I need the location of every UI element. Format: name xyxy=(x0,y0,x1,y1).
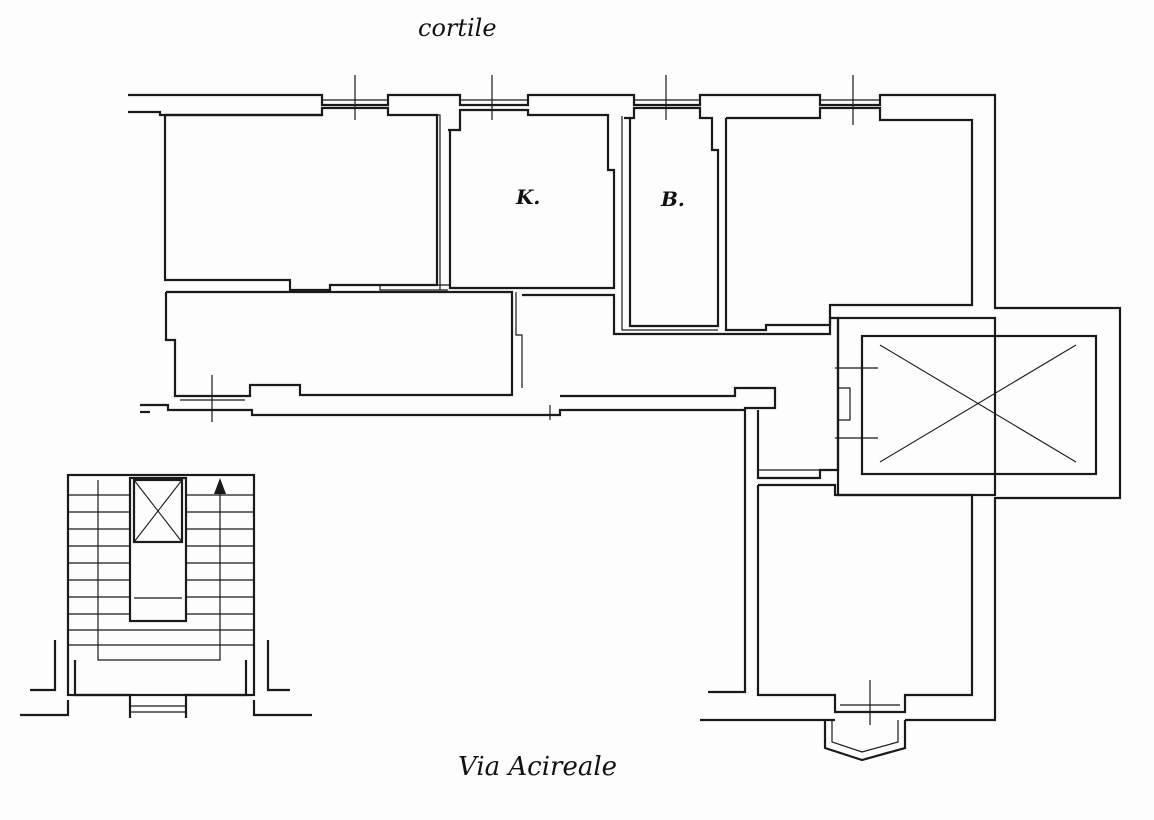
arrow-up-icon xyxy=(214,478,226,494)
stair-well xyxy=(128,476,188,623)
window-street xyxy=(840,680,900,725)
room-top-left xyxy=(163,106,441,292)
stair-treads-left xyxy=(68,494,130,615)
staircase xyxy=(20,473,312,718)
label-street: Via Acireale xyxy=(458,752,617,782)
room-bathroom xyxy=(621,106,720,331)
window-bottom-left xyxy=(180,375,551,422)
room-kitchen xyxy=(379,108,616,291)
stair-enclosure xyxy=(66,473,256,697)
balcony xyxy=(823,720,907,762)
x-cross-icon xyxy=(879,344,1077,463)
windows-courtyard xyxy=(322,75,880,125)
room-middle-left xyxy=(164,290,523,398)
x-cross-icon xyxy=(133,479,183,543)
room-top-right xyxy=(724,106,974,332)
stair-walk-line xyxy=(97,480,221,661)
label-bathroom: B. xyxy=(660,187,685,211)
label-courtyard: cortile xyxy=(418,14,497,42)
label-kitchen: K. xyxy=(515,185,540,209)
light-shaft xyxy=(835,316,1098,497)
elevator-shaft xyxy=(132,478,184,544)
corridor xyxy=(522,293,840,480)
room-lower-right xyxy=(756,483,974,762)
shaft-void xyxy=(860,334,1098,476)
